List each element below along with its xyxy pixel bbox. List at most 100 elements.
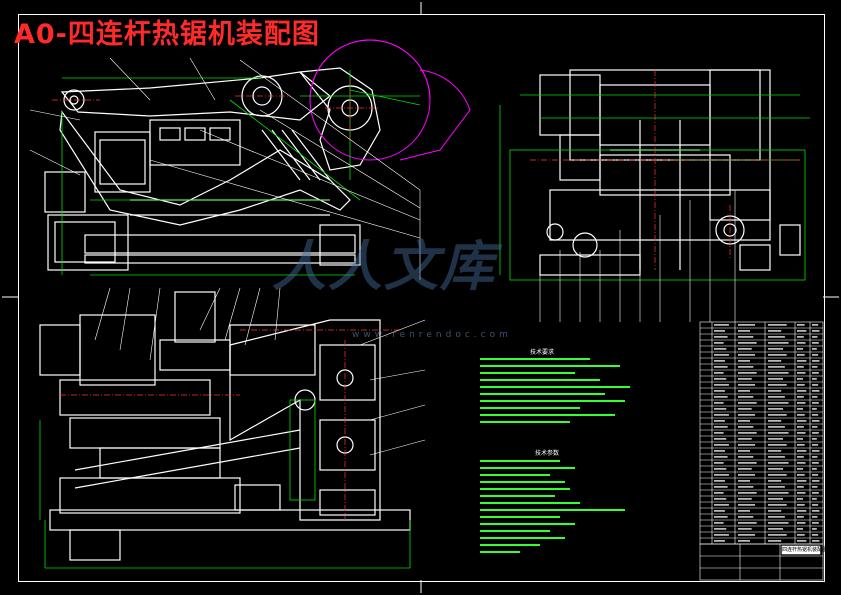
title-block [699, 543, 824, 581]
parts-list-cell-text [797, 396, 804, 398]
drawing-title: A0-四连杆热锯机装配图 [14, 19, 320, 50]
parts-list-cell-text [812, 516, 818, 518]
parts-list-cell-text [797, 498, 803, 500]
plan-leaders [94, 287, 426, 456]
parts-list-cell-text [738, 498, 752, 500]
parts-list-cell-text [738, 336, 754, 338]
parts-list-cell-text [738, 330, 750, 332]
parts-list-cell-text [738, 372, 757, 374]
parts-list-cell-text [738, 510, 750, 512]
parts-list-cell-text [797, 468, 803, 470]
parts-list-cell-text [738, 444, 755, 446]
parts-list-cell-text [714, 402, 724, 404]
parts-list-cell-text [738, 504, 755, 506]
parts-list-cell-text [738, 342, 757, 344]
parts-list-cell-text [738, 324, 755, 326]
parts-list-cell-text [812, 504, 819, 506]
parts-list-cell-text [738, 420, 750, 422]
parts-list-cell-text [812, 396, 818, 398]
parts-list-cell-text [738, 348, 752, 350]
parts-list-cell-text [714, 528, 727, 530]
parts-list-cell-text [738, 522, 757, 524]
parts-list-cell-text [714, 450, 725, 452]
parts-list-cell-text [714, 342, 724, 344]
parts-list-cell-text [797, 486, 804, 488]
parts-list-cell-text [738, 390, 750, 392]
parts-list-cell-text [812, 402, 819, 404]
parts-list-cell-text [738, 384, 755, 386]
parts-list-cell-text [738, 432, 757, 434]
technical-notes-2 [480, 460, 625, 553]
parts-list-cell-text [812, 324, 819, 326]
parts-list-cell-text [714, 474, 729, 476]
parts-list-cell-text [812, 528, 817, 530]
parts-list-cell-text [797, 480, 807, 482]
parts-list-cell-text [812, 498, 817, 500]
parts-list-cell-text [812, 420, 820, 422]
parts-list-cell-text [797, 522, 806, 524]
parts-list-cell-text [812, 486, 818, 488]
parts-list-cell-text [797, 414, 805, 416]
parts-list-cell-text [812, 366, 818, 368]
parts-list-cell-text [812, 384, 819, 386]
parts-list-cell-text [714, 408, 727, 410]
parts-list-cell-text [812, 378, 817, 380]
parts-list-cell-text [812, 468, 817, 470]
parts-list-cell-text [812, 456, 818, 458]
parts-list-cell-text [768, 516, 785, 518]
parts-list-cell-text [768, 384, 787, 386]
parts-list-cell-text [768, 420, 782, 422]
parts-list-cell-text [797, 510, 807, 512]
parts-list-cell-text [714, 324, 729, 326]
parts-list-cell-text [797, 438, 803, 440]
parts-list-cell-text [768, 396, 785, 398]
parts-list-cell-text [768, 408, 784, 410]
parts-list-cell-text [797, 324, 805, 326]
parts-list-cell-text [812, 408, 817, 410]
parts-list-cell-text [797, 366, 804, 368]
parts-list-cell-text [812, 336, 818, 338]
front-leaders [29, 57, 421, 280]
parts-list-cell-text [797, 444, 805, 446]
plan-centerlines [60, 329, 400, 520]
parts-list-cell-text [714, 366, 728, 368]
parts-list-cell-text [768, 390, 782, 392]
parts-list-cell-text [738, 402, 757, 404]
parts-list-cell-text [797, 342, 806, 344]
parts-list-cell-text [714, 492, 724, 494]
parts-list-cell-text [768, 348, 784, 350]
parts-list-cell-text [797, 534, 805, 536]
parts-list-cell-text [738, 528, 752, 530]
parts-list-cell-text [714, 540, 725, 542]
parts-list-cell-text [797, 504, 805, 506]
parts-list-cell-text [738, 534, 755, 536]
side-leaders [539, 190, 736, 322]
parts-list-cell-text [768, 414, 787, 416]
parts-list-cell-text [768, 402, 789, 404]
parts-list-cell-text [812, 390, 820, 392]
parts-list-cell-text [797, 528, 803, 530]
parts-list-cell-text [714, 516, 728, 518]
parts-list-cell-text [797, 378, 803, 380]
parts-list-cell-text [797, 426, 804, 428]
parts-list-cell-text [738, 366, 754, 368]
tech-parameters-heading: 技术参数 [535, 450, 560, 457]
parts-list-cell-text [768, 426, 785, 428]
parts-list-cell-text [768, 444, 787, 446]
parts-list-cell-text [714, 522, 724, 524]
parts-list-cell-text [714, 384, 729, 386]
parts-list-cell-text [812, 522, 819, 524]
parts-list-cell-text [812, 426, 818, 428]
parts-list-cell-text [812, 372, 819, 374]
watermark-logo: 人人文库 [272, 234, 496, 298]
parts-list-cell-text [812, 342, 819, 344]
parts-list-cell-text [768, 528, 784, 530]
parts-list-cell-text [714, 438, 727, 440]
title-block-name: 四连杆热锯机装配图 [782, 547, 828, 553]
parts-list-cell-text [797, 474, 805, 476]
parts-list-cell-text [812, 444, 819, 446]
parts-list-cell-text [797, 450, 807, 452]
parts-list-cell-text [812, 462, 819, 464]
parts-list-cell-text [714, 420, 725, 422]
